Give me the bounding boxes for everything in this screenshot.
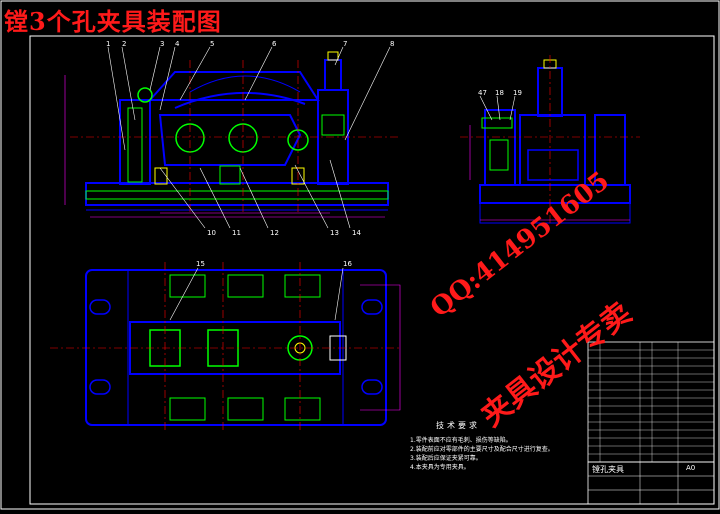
plan-view xyxy=(50,262,401,432)
callout-label: 5 xyxy=(210,40,214,48)
front-view xyxy=(64,46,400,229)
tech-requirement-item: 1.零件表面不应有毛刺、损伤等缺陷。 xyxy=(410,437,512,444)
callout-label: 2 xyxy=(122,40,126,48)
drawing-title: 镗3个孔夹具装配图 xyxy=(4,7,222,36)
tech-requirement-item: 2.装配前应对零部件的主要尺寸及配合尺寸进行复查。 xyxy=(410,446,554,453)
callout-label: 11 xyxy=(232,229,241,237)
callout-label: 15 xyxy=(196,260,205,268)
left-support xyxy=(119,99,151,185)
inner-frame xyxy=(29,35,715,505)
callout-label: 1 xyxy=(106,40,110,48)
callout-label: 18 xyxy=(495,89,504,97)
callout-label: 3 xyxy=(160,40,164,48)
callout-label: 16 xyxy=(343,260,352,268)
clamp-screw xyxy=(324,59,342,91)
title-block xyxy=(587,461,715,505)
callout-label: 10 xyxy=(207,229,216,237)
callout-label: 14 xyxy=(352,229,361,237)
callout-label: 7 xyxy=(343,40,347,48)
callout-label: 13 xyxy=(330,229,339,237)
callout-label: 47 xyxy=(478,89,487,97)
callout-label: 12 xyxy=(270,229,279,237)
tech-requirement-item: 3.装配后应保证夹紧可靠。 xyxy=(410,455,482,462)
callout-label: 8 xyxy=(390,40,394,48)
tech-requirement-item: 4.本夹具为专用夹具。 xyxy=(410,464,470,471)
side-view xyxy=(460,55,640,225)
base-plate xyxy=(85,182,389,206)
tech-requirements-list: 1.零件表面不应有毛刺、损伤等缺陷。 2.装配前应对零部件的主要尺寸及配合尺寸进… xyxy=(410,436,554,472)
callout-label: 6 xyxy=(272,40,277,48)
callout-label: 4 xyxy=(175,40,180,48)
title-block-sheet-size: A0 xyxy=(686,464,696,472)
callout-label: 19 xyxy=(513,89,522,97)
tech-requirements-heading: 技术要求 xyxy=(436,421,480,430)
title-block-drawing-name: 镗孔夹具 xyxy=(592,465,624,474)
workpiece xyxy=(158,114,302,166)
parts-list-table xyxy=(587,341,715,463)
